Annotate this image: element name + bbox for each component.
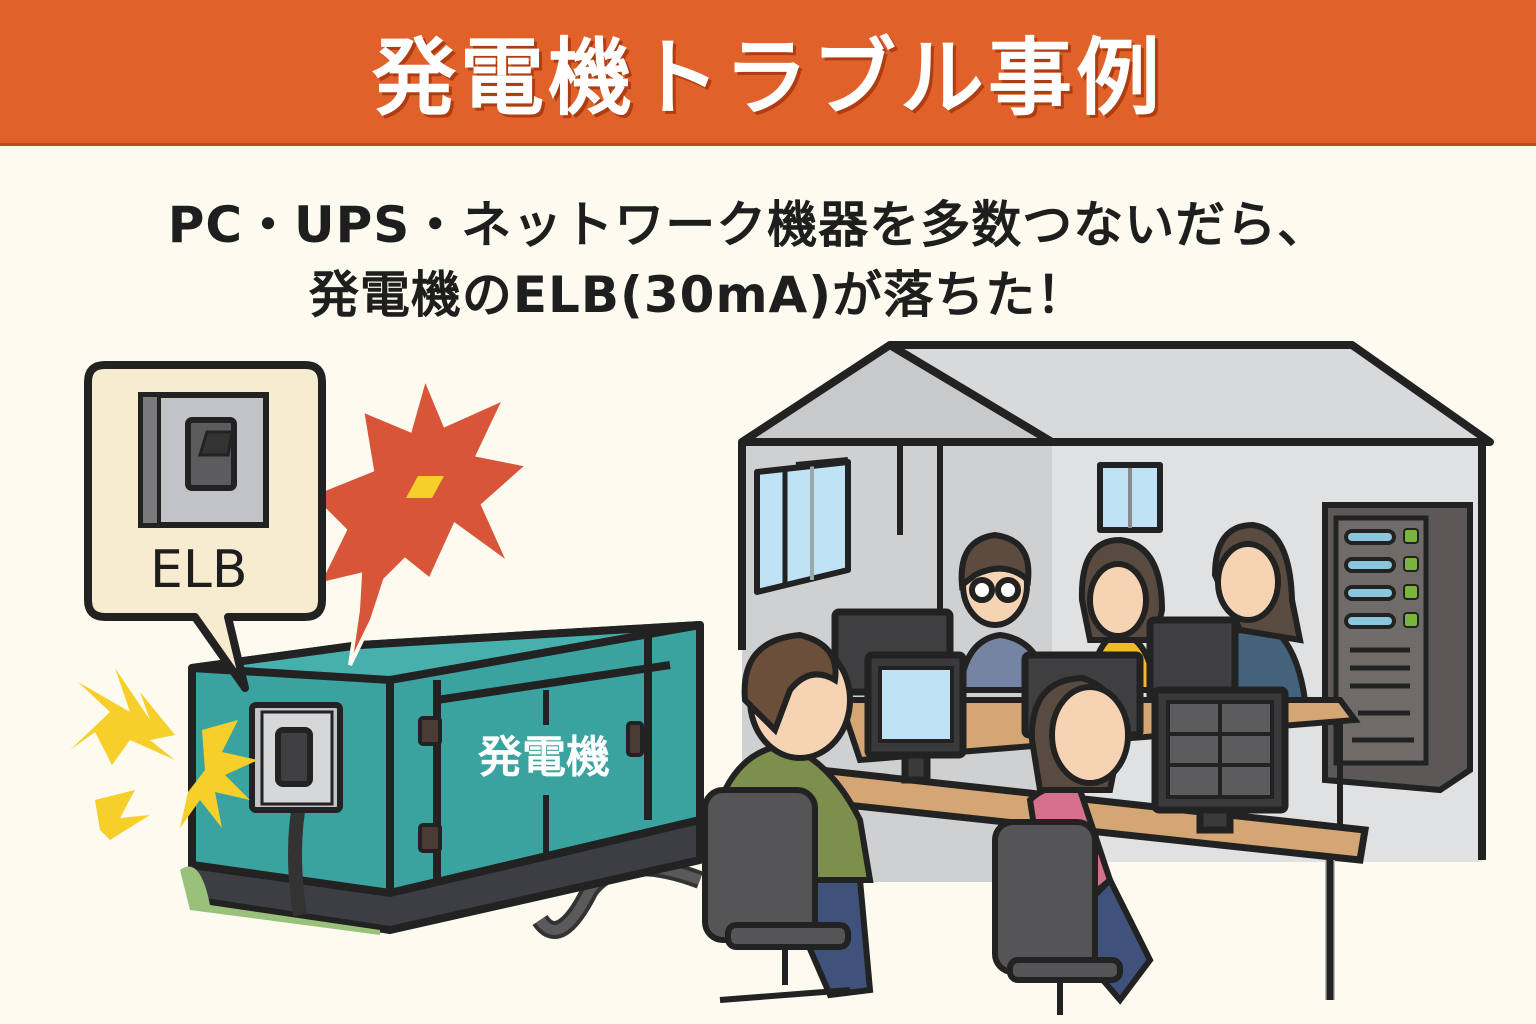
page-title: 発電機トラブル事例 [371, 29, 1164, 127]
subtitle-line-2: 発電機のELB(30mA)が落ちた！ [308, 266, 1088, 324]
desktop-monitor [864, 651, 1289, 834]
subtitle-line-1: PC・UPS・ネットワーク機器を多数つないだら、 [167, 196, 1329, 254]
elb-callout: ELB [84, 361, 326, 692]
callout-label: ELB [150, 540, 248, 600]
generator-label: 発電機 [477, 732, 610, 783]
grass [180, 866, 380, 935]
title-banner: 発電機トラブル事例 [0, 0, 1536, 146]
breaker-switch-icon [138, 392, 269, 528]
person [702, 631, 874, 1003]
person [992, 674, 1154, 1015]
spark-icon [70, 668, 258, 840]
breaker-box [249, 702, 343, 917]
server-rack [1322, 502, 1473, 794]
person [956, 521, 1309, 703]
explosion-burst-icon [306, 370, 533, 666]
